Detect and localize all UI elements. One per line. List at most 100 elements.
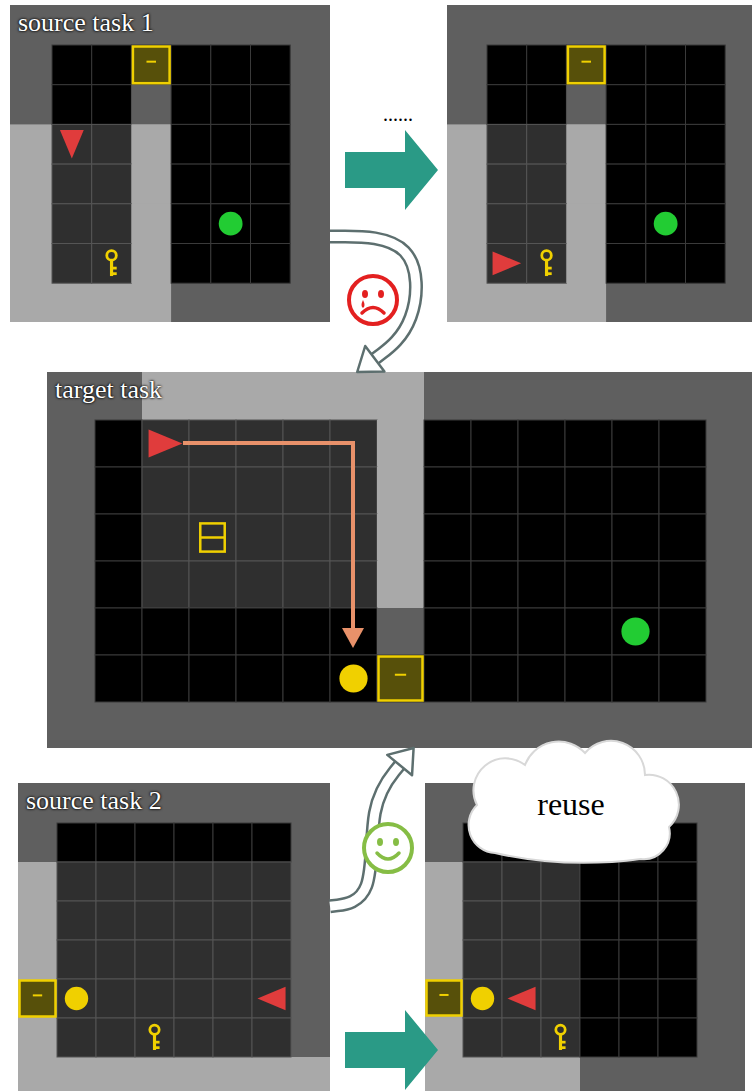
wall-cell bbox=[566, 85, 606, 125]
floor-cell bbox=[251, 45, 291, 85]
floor-cell bbox=[57, 823, 96, 862]
floor-cell bbox=[95, 561, 142, 608]
floor-cell bbox=[174, 1018, 213, 1057]
floor-cell bbox=[171, 204, 211, 244]
floor-cell bbox=[686, 244, 726, 284]
transfer-arrow bbox=[330, 748, 414, 906]
wall-cell bbox=[377, 420, 424, 467]
door-handle bbox=[146, 61, 156, 63]
floor-cell bbox=[330, 655, 377, 702]
floor-cell bbox=[174, 901, 213, 940]
floor-cell bbox=[424, 420, 471, 467]
task-panel: target task bbox=[47, 372, 752, 748]
floor-cell bbox=[52, 85, 92, 125]
grid-panel bbox=[447, 5, 752, 322]
floor-cell bbox=[236, 655, 283, 702]
floor-cell bbox=[95, 467, 142, 514]
floor-cell bbox=[213, 1018, 252, 1057]
floor-cell bbox=[471, 514, 518, 561]
floor-cell bbox=[171, 45, 211, 85]
happy-face bbox=[364, 824, 412, 872]
floor-cell bbox=[502, 862, 541, 901]
path-arrowhead bbox=[342, 628, 364, 648]
floor-cell bbox=[251, 164, 291, 204]
floor-cell bbox=[189, 514, 236, 561]
floor-cell bbox=[502, 979, 541, 1018]
floor-cell bbox=[487, 204, 527, 244]
floor-cell bbox=[95, 608, 142, 655]
floor-cell bbox=[251, 244, 291, 284]
floor-cell bbox=[142, 420, 189, 467]
transfer-arrow bbox=[330, 236, 416, 372]
floor-cell bbox=[502, 940, 541, 979]
floor-cell bbox=[283, 514, 330, 561]
floor-cell bbox=[236, 514, 283, 561]
floor-cell bbox=[252, 823, 291, 862]
floor-cell bbox=[646, 164, 686, 204]
ball bbox=[654, 212, 678, 236]
floor-cell bbox=[646, 124, 686, 164]
floor-cell bbox=[57, 862, 96, 901]
floor-cell bbox=[252, 979, 291, 1018]
floor-cell bbox=[565, 467, 612, 514]
visible-wall bbox=[18, 1057, 330, 1091]
floor-cell bbox=[171, 85, 211, 125]
floor-cell bbox=[471, 608, 518, 655]
progress-arrow bbox=[345, 130, 438, 210]
grid-panel bbox=[10, 5, 330, 322]
floor-cell bbox=[211, 85, 251, 125]
key-icon bbox=[107, 251, 117, 276]
sad-face bbox=[349, 276, 397, 324]
floor-cell bbox=[658, 979, 697, 1018]
planned-path bbox=[183, 443, 353, 630]
floor-cell bbox=[92, 85, 132, 125]
outer-wall bbox=[447, 5, 752, 322]
floor-cell bbox=[135, 901, 174, 940]
task-panel: source task 2 bbox=[18, 783, 330, 1091]
floor-cell bbox=[502, 1018, 541, 1057]
floor-cell bbox=[487, 85, 527, 125]
floor-cell bbox=[612, 655, 659, 702]
wall-cell bbox=[131, 164, 171, 204]
floor-cell bbox=[518, 514, 565, 561]
panel-title: source task 2 bbox=[18, 783, 170, 819]
floor-cell bbox=[57, 979, 96, 1018]
thought-cloud: reuse bbox=[455, 735, 687, 875]
floor-cell bbox=[518, 655, 565, 702]
floor-cell bbox=[135, 1018, 174, 1057]
floor-cell bbox=[580, 901, 619, 940]
floor-cell bbox=[612, 514, 659, 561]
floor-cell bbox=[580, 862, 619, 901]
floor-cell bbox=[92, 164, 132, 204]
floor-cell bbox=[686, 85, 726, 125]
floor-cell bbox=[92, 244, 132, 284]
floor-cell bbox=[96, 901, 135, 940]
floor-cell bbox=[686, 204, 726, 244]
floor-cell bbox=[658, 901, 697, 940]
visible-wall bbox=[447, 124, 606, 322]
floor-cell bbox=[283, 655, 330, 702]
floor-cell bbox=[541, 979, 580, 1018]
floor-cell bbox=[487, 164, 527, 204]
floor-cell bbox=[211, 124, 251, 164]
floor-cell bbox=[487, 124, 527, 164]
floor-cell bbox=[57, 940, 96, 979]
panel-title: target task bbox=[47, 372, 170, 408]
floor-cell bbox=[658, 862, 697, 901]
floor-cell bbox=[686, 164, 726, 204]
arrow-fill bbox=[330, 236, 416, 358]
floor-cell bbox=[52, 124, 92, 164]
arrowhead bbox=[357, 346, 384, 372]
floor-cell bbox=[471, 467, 518, 514]
floor-cell bbox=[565, 608, 612, 655]
ball bbox=[219, 212, 243, 236]
floor-cell bbox=[171, 244, 211, 284]
agent-triangle bbox=[60, 130, 84, 159]
outer-wall bbox=[10, 5, 330, 322]
grid-panel bbox=[47, 372, 752, 748]
floor-cell bbox=[518, 561, 565, 608]
floor-cell bbox=[659, 467, 706, 514]
floor-cell bbox=[424, 561, 471, 608]
floor-cell bbox=[92, 124, 132, 164]
